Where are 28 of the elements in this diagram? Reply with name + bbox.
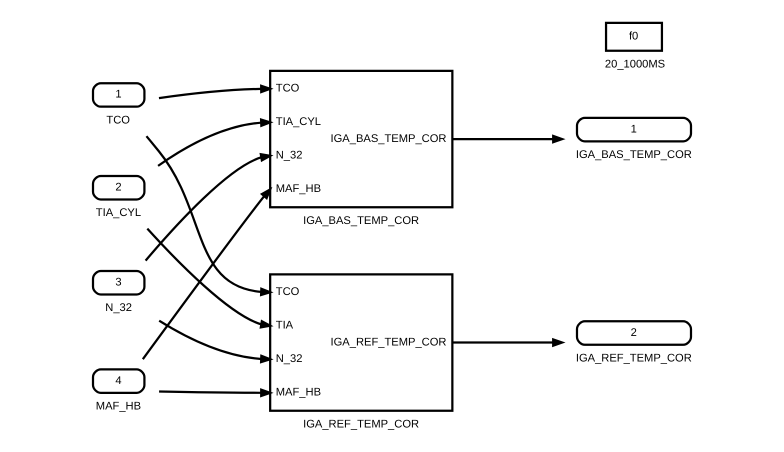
node-label: TIA_CYL	[96, 207, 142, 220]
node-box: f0	[604, 22, 664, 52]
node-box: TCO IGA_BAS_TEMP_COR TIA_CYL N_32 MAF_HB	[269, 70, 454, 208]
node-box: 2	[92, 174, 146, 201]
node-box: TCO IGA_REF_TEMP_COR TIA N_32 MAF_HB	[269, 273, 454, 412]
node-label: IGA_REF_TEMP_COR	[303, 418, 420, 430]
arrow	[144, 152, 274, 262]
node-label: MAF_HB	[96, 400, 142, 413]
arrow	[158, 320, 274, 364]
node-box: 2	[576, 320, 692, 346]
node-box: 1	[576, 116, 692, 142]
arrow	[157, 118, 274, 167]
arrow	[159, 388, 274, 398]
node-label: IGA_BAS_TEMP_COR	[303, 215, 420, 228]
arrow	[452, 338, 566, 348]
arrow	[146, 228, 274, 329]
arrow	[452, 134, 566, 144]
node-box: 4	[92, 368, 146, 394]
node-label: IGA_REF_TEMP_COR	[576, 352, 692, 365]
node-box: 1	[92, 82, 146, 108]
node-label: IGA_BAS_TEMP_COR	[576, 149, 692, 162]
arrow	[142, 186, 272, 360]
node-label: 20_1000MS	[604, 58, 666, 71]
arrow	[146, 135, 274, 296]
node-box: 3	[92, 270, 146, 296]
node-label: TCO	[106, 114, 130, 126]
arrow	[158, 84, 274, 100]
node-label: N_32	[105, 302, 132, 314]
